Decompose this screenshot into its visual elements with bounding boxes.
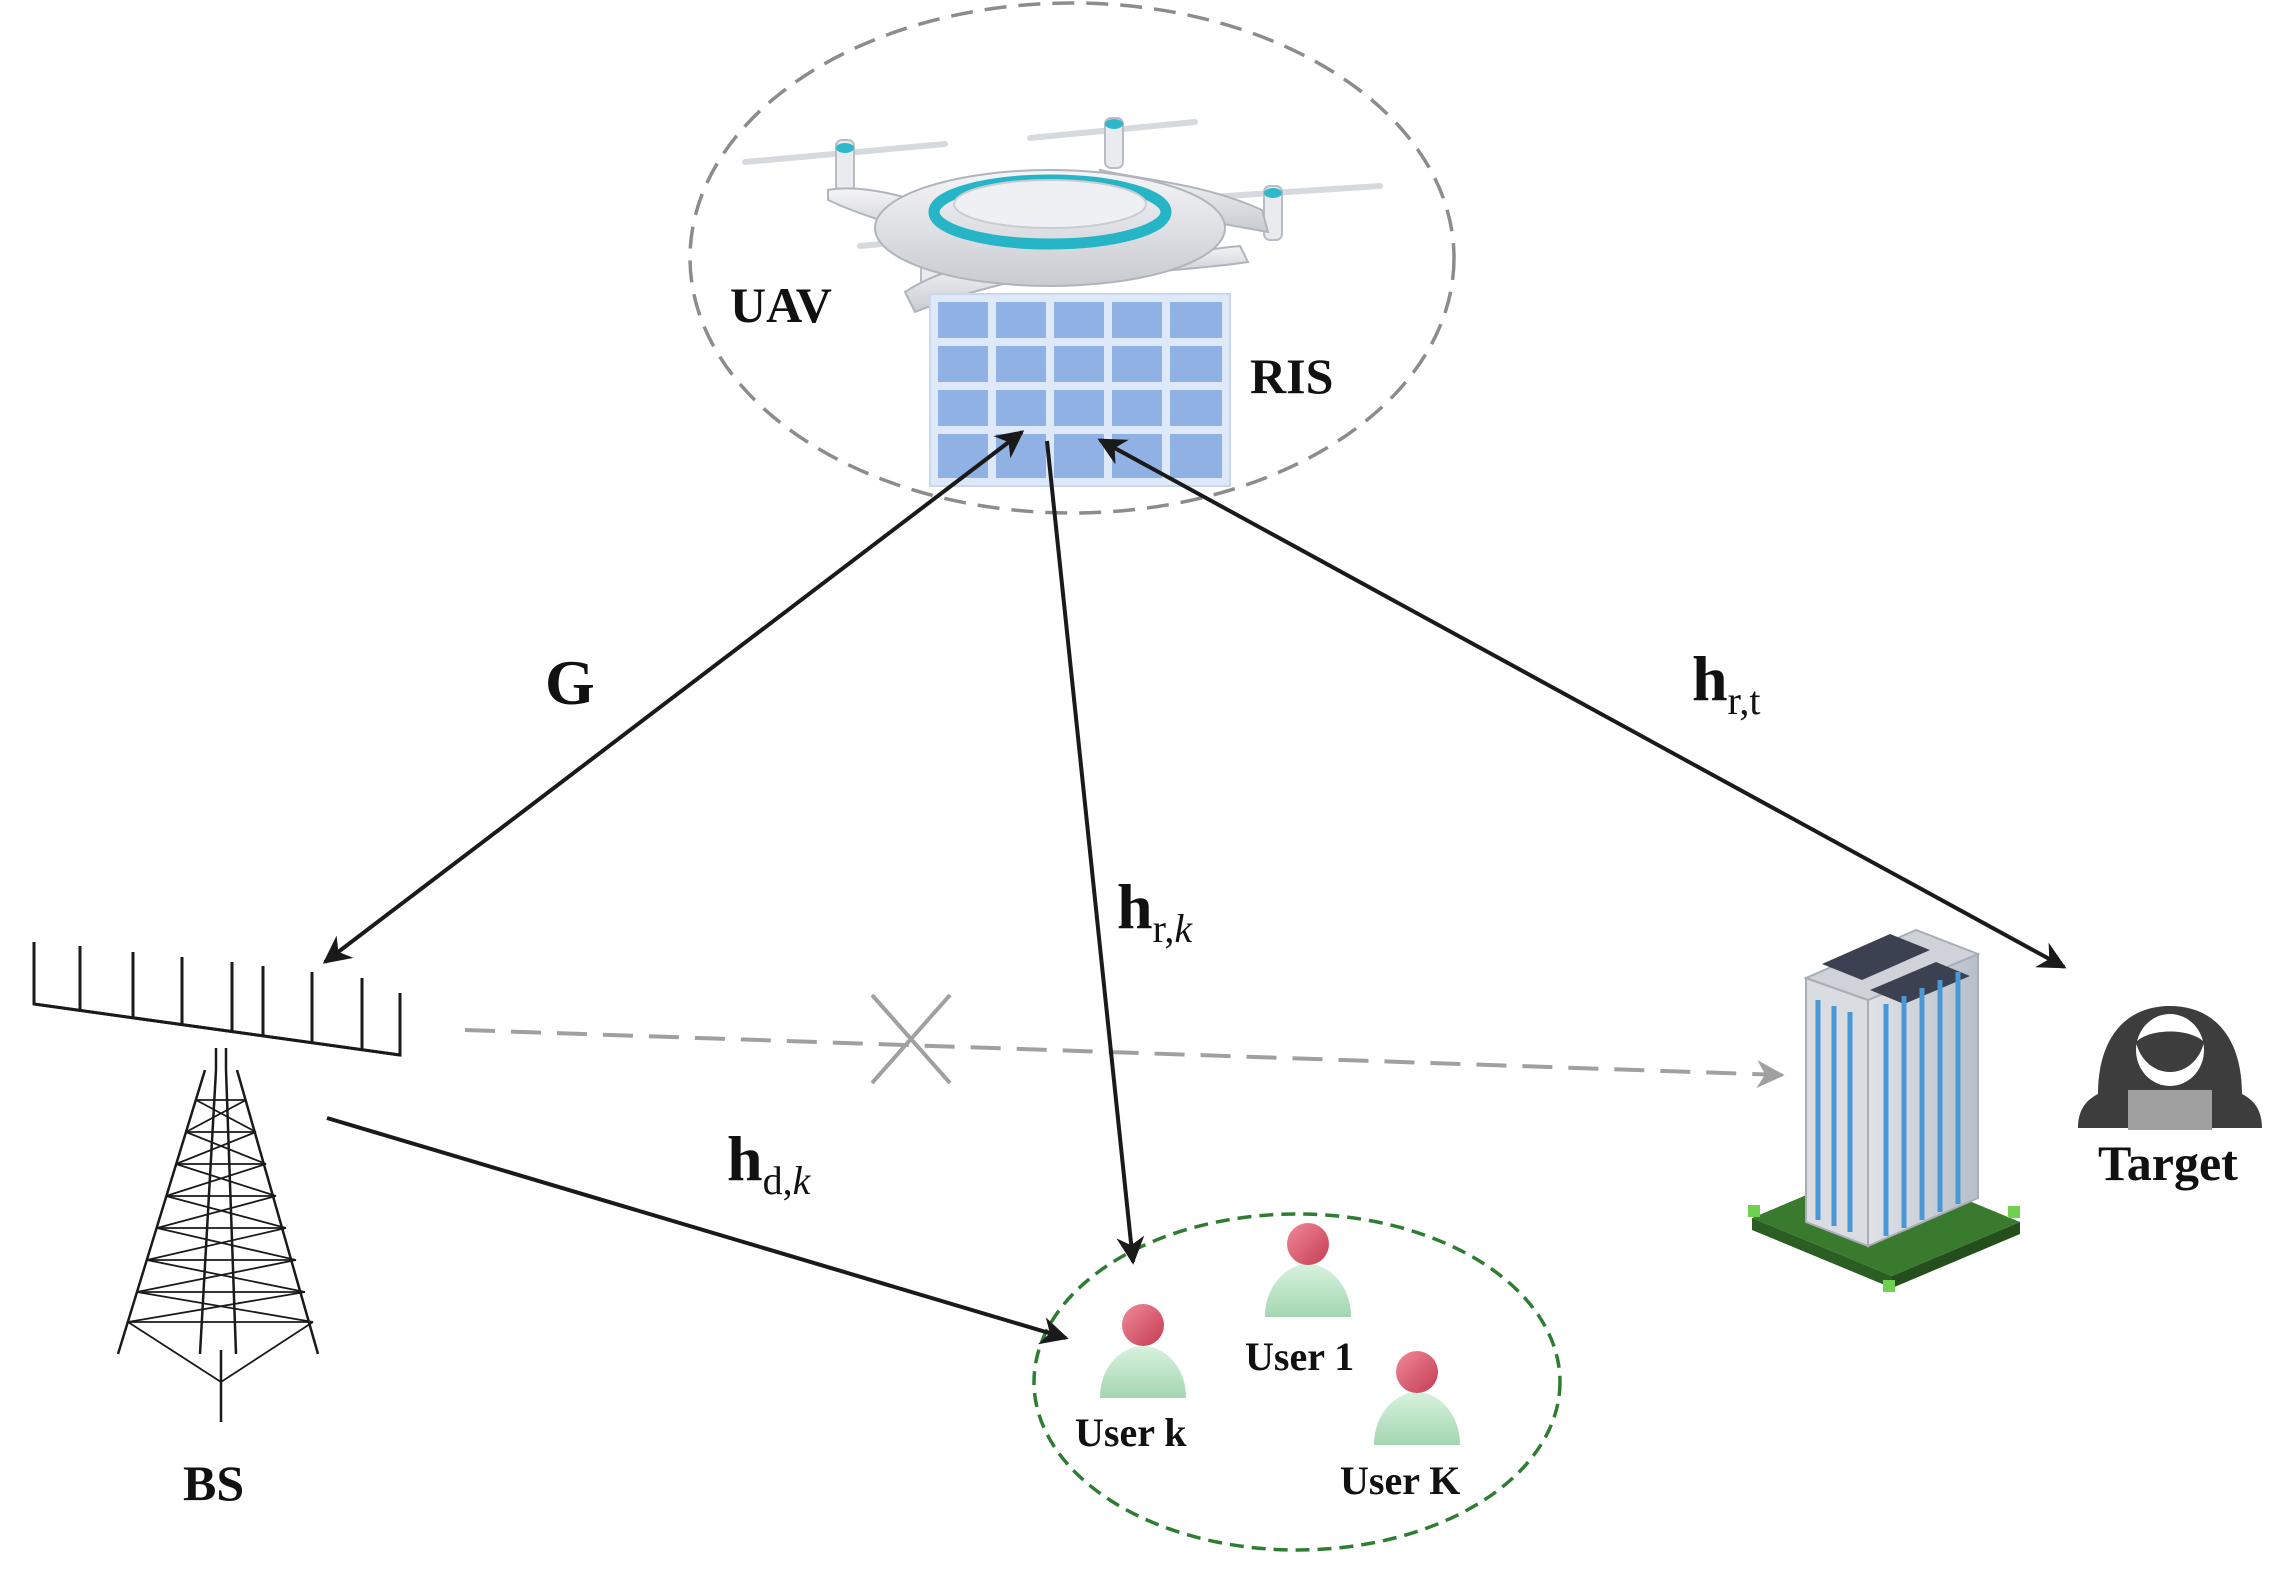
target-label: Target [2098,1135,2238,1191]
user-group-outline [1032,1212,1562,1552]
user-1-icon [1265,1223,1351,1317]
channel-h-rt-arrow [1097,438,2067,969]
channel-h-dk-main: h [727,1123,763,1194]
channel-h-rk-main: h [1117,871,1153,942]
channel-h-dk-label: hd,k [727,1123,812,1203]
channel-h-dk-sub-b: k [793,1158,812,1203]
user-k-small-icon [1100,1304,1186,1398]
channel-h-dk-arrow [326,1116,1069,1345]
uav-drone-icon [742,117,1383,314]
channel-g-arrow [322,430,1025,964]
building-icon [1748,928,2020,1292]
ris-panel-icon [929,293,1231,487]
channel-h-rt-sub: r,t [1728,678,1761,723]
channel-h-rk-arrow [1045,440,1145,1265]
user-K-icon [1374,1351,1460,1445]
uav-label: UAV [730,277,832,333]
bs-tower-icon [116,1048,320,1422]
channel-h-rk-sub-a: r, [1153,906,1175,951]
blocked-cross-icon [870,993,952,1085]
channel-h-rk-sub-b: k [1174,906,1193,951]
bs-label: BS [183,1455,244,1511]
blocked-path-arrow [464,1028,1785,1089]
target-hacker-icon [2078,1006,2262,1130]
bs-antenna-array-icon [32,942,402,1057]
channel-g-label: G [545,647,595,718]
ris-label: RIS [1250,348,1333,404]
user-K-label: User K [1340,1458,1460,1503]
user-k-small-label: User k [1075,1410,1187,1455]
uav-ris-group-outline [688,1,1456,515]
channel-h-rt-label: hr,t [1692,643,1760,723]
user-1-label: User 1 [1245,1334,1354,1379]
channel-h-dk-sub-a: d, [763,1158,793,1203]
channel-h-rk-label: hr,k [1117,871,1193,951]
channel-h-rt-main: h [1692,643,1728,714]
